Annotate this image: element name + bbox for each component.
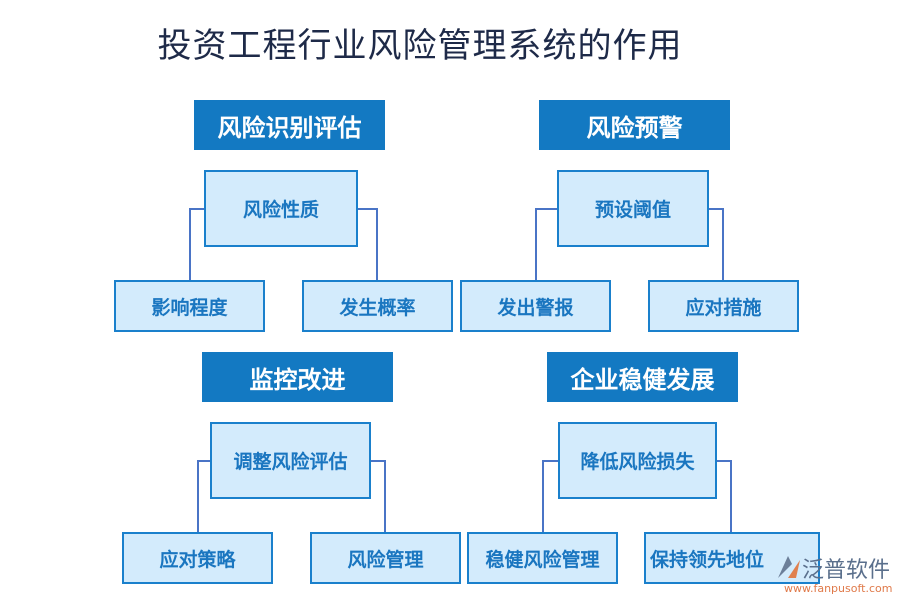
child-node: 稳健风险管理	[467, 532, 618, 584]
connector	[376, 208, 378, 280]
child-node: 影响程度	[114, 280, 265, 332]
logo-text: 泛普软件	[802, 558, 891, 583]
child-node: 应对措施	[648, 280, 799, 332]
group-header-risk-identification: 风险识别评估	[194, 100, 385, 150]
parent-node: 调整风险评估	[210, 422, 371, 499]
connector	[358, 208, 378, 210]
connector	[197, 460, 199, 532]
logo-mark-icon	[778, 556, 800, 578]
connector	[717, 460, 732, 462]
diagram-title: 投资工程行业风险管理系统的作用	[157, 26, 683, 66]
connector	[384, 460, 386, 532]
group-header-risk-warning: 风险预警	[539, 100, 730, 150]
group-header-enterprise-development: 企业稳健发展	[547, 352, 738, 402]
child-node: 应对策略	[122, 532, 273, 584]
fanpu-logo: 泛普软件 www.fanpusoft.com	[774, 552, 898, 598]
connector	[730, 460, 732, 532]
connector	[535, 208, 537, 280]
parent-node: 预设阈值	[557, 170, 709, 247]
connector	[197, 460, 210, 462]
child-node: 风险管理	[310, 532, 461, 584]
connector	[189, 208, 191, 280]
child-node: 发出警报	[460, 280, 611, 332]
connector	[542, 460, 544, 532]
connector	[189, 208, 204, 210]
connector	[709, 208, 724, 210]
connector	[542, 460, 558, 462]
group-header-monitoring: 监控改进	[202, 352, 393, 402]
connector	[722, 208, 724, 280]
connector	[371, 460, 386, 462]
logo-url: www.fanpusoft.com	[784, 582, 893, 595]
parent-node: 风险性质	[204, 170, 358, 247]
child-node: 发生概率	[302, 280, 453, 332]
parent-node: 降低风险损失	[558, 422, 717, 499]
connector	[535, 208, 557, 210]
